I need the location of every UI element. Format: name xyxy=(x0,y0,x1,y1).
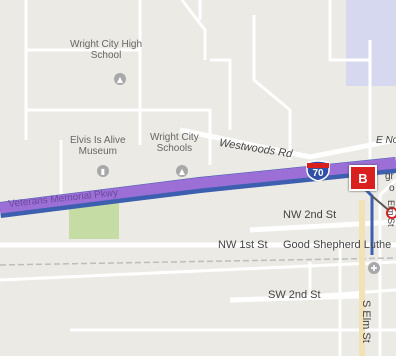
s-elm-st-label: S Elm St xyxy=(360,300,372,343)
elm-st-label: Elm St xyxy=(386,200,396,227)
westwoods-rd-line xyxy=(179,127,396,160)
e-no-label: E No xyxy=(376,135,396,146)
nw-2nd-st-line xyxy=(249,219,396,233)
route-line xyxy=(0,157,396,214)
elvis-museum-label: Elvis Is Alive Museum xyxy=(70,135,126,157)
nw-1st-st-label: NW 1st St xyxy=(218,239,268,251)
edge-label-1: gr xyxy=(385,171,394,182)
destination-marker[interactable]: B xyxy=(349,165,377,191)
edge-label-2: o xyxy=(389,183,395,194)
interstate-shield-shape xyxy=(306,160,330,181)
railroad-line xyxy=(0,257,396,266)
school-icon: ▲ xyxy=(176,165,188,177)
nw-2nd-st-label: NW 2nd St xyxy=(283,209,337,221)
interstate-number: 70 xyxy=(312,168,324,179)
sw-2nd-st-label: SW 2nd St xyxy=(268,289,321,301)
interstate-shield-icon: 70 xyxy=(306,160,330,181)
school-icon: ▲ xyxy=(114,73,126,85)
church-icon: ✚ xyxy=(368,262,380,274)
sw-2nd-st-line xyxy=(229,293,361,303)
museum-icon: ▮ xyxy=(97,165,109,177)
destination-point[interactable] xyxy=(386,207,396,219)
wright-city-high-school-label: Wright City High School xyxy=(70,39,143,61)
wright-city-schools-label: Wright City Schools xyxy=(150,132,199,154)
good-shepherd-label: Good Shepherd Luthe xyxy=(283,239,392,251)
